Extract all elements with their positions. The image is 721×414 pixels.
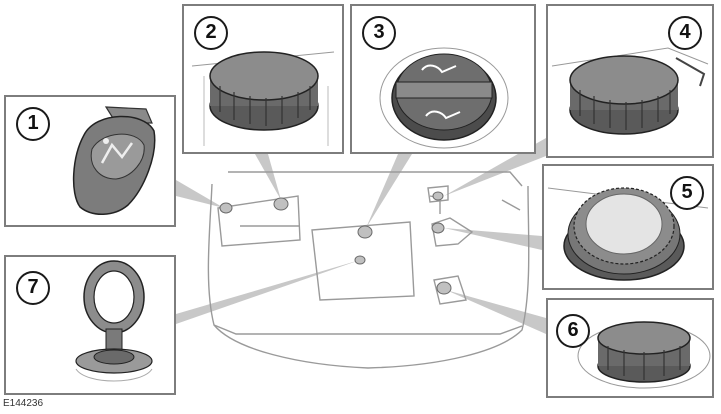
cap-marker-1 [219, 202, 233, 214]
washer-reservoir-cap-icon [72, 106, 156, 215]
callout-number-2: 2 [194, 16, 228, 50]
leader-5 [444, 228, 542, 250]
oil-dipstick-icon [75, 260, 153, 382]
cap-marker-2 [273, 197, 289, 211]
callout-panel-1: 1 [4, 95, 176, 227]
leader-2 [255, 154, 281, 200]
callout-number-4: 4 [668, 16, 702, 50]
cap-marker-5 [431, 222, 445, 234]
brake-fluid-cap-icon [551, 47, 709, 135]
callout-number-5: 5 [670, 176, 704, 210]
leader-7 [176, 260, 360, 324]
cap-marker-6 [436, 281, 452, 295]
callout-number-7: 7 [16, 271, 50, 305]
leader-1 [176, 180, 224, 208]
callout-number-6: 6 [556, 314, 590, 348]
callout-panel-2: 2 [182, 4, 344, 154]
callout-panel-6: 6 [546, 298, 714, 398]
reservoir-cap-icon [577, 321, 711, 389]
callout-panel-3: 3 [350, 4, 536, 154]
engine-oil-filler-cap-icon [379, 47, 509, 149]
cap-marker-4 [432, 191, 444, 201]
callout-number-3: 3 [362, 16, 396, 50]
power-steering-cap-icon [547, 187, 709, 281]
callout-panel-4: 4 [546, 4, 714, 158]
callout-panel-7: 7 [4, 255, 176, 395]
cap-marker-3 [357, 225, 373, 239]
cap-marker-7 [354, 255, 366, 265]
callout-panel-5: 5 [542, 164, 714, 290]
callout-number-1: 1 [16, 107, 50, 141]
reference-code: E144236 [3, 398, 44, 409]
leader-6 [446, 290, 546, 334]
coolant-cap-icon [191, 51, 335, 146]
